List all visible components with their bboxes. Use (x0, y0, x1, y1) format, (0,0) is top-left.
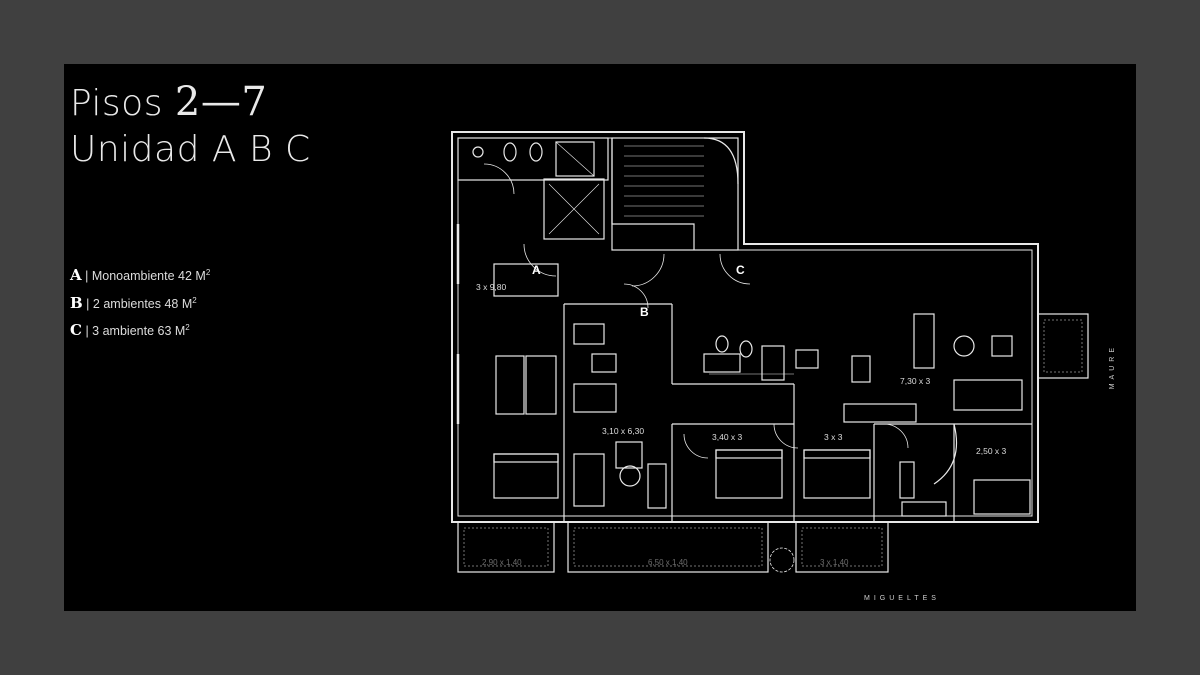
legend-text: 2 ambientes 48 M (92, 297, 193, 311)
floorplan-slide: Pisos 2—7 Unidad A B C A | Monoambiente … (64, 64, 1136, 611)
room-dim-living-c: 7,30 x 3 (900, 376, 931, 386)
room-dim-unit-a: 3 x 9,80 (476, 282, 507, 292)
legend-letter: C (70, 321, 82, 339)
legend-separator: | (85, 324, 89, 338)
outer-walls (451, 131, 1039, 523)
legend-sup: 2 (205, 267, 211, 277)
street-label-maure: MAURE (1109, 344, 1116, 390)
room-dim-unit-b: 3,10 x 6,30 (602, 426, 644, 436)
room-dimensions: 3 x 9,80 3,10 x 6,30 3,40 x 3 3 x 3 7,30… (476, 282, 1007, 456)
balcony-dim-3: 3 x 1,40 (820, 558, 849, 567)
unit-b-furniture (573, 323, 667, 509)
legend-item-b: B | 2 ambientes 48 M2 (70, 294, 197, 312)
unit-label-b: B (640, 305, 649, 319)
title-floors-range: 2—7 (174, 79, 268, 125)
unit-label-a: A (532, 263, 541, 277)
unit-labels: A B C (532, 263, 745, 319)
elevator-shaft (543, 178, 605, 240)
door-swings (483, 163, 909, 459)
title-floors-prefix: Pisos (70, 83, 175, 124)
legend-letter: A (70, 266, 82, 284)
room-dim-bedroom-3: 2,50 x 3 (976, 446, 1007, 456)
unit-c-furniture (703, 313, 1031, 517)
legend-text: 3 ambiente 63 M (92, 324, 186, 338)
room-dim-bedroom-2: 3 x 3 (824, 432, 843, 442)
unit-label-c: C (736, 263, 745, 277)
legend-separator: | (86, 297, 90, 311)
floor-plan: A B C 3 x 9,80 3,10 x 6,30 3,40 x 3 3 x … (451, 131, 1089, 573)
balcony-dim-2: 6,50 x 1,40 (648, 558, 688, 567)
legend-item-c: C | 3 ambiente 63 M2 (70, 321, 190, 339)
balcony-dimensions: 2,90 x 1,40 6,50 x 1,40 3 x 1,40 (482, 558, 849, 567)
legend-letter: B (70, 294, 83, 312)
legend-text: Monoambiente 42 M (91, 269, 206, 283)
unit-a-interior (456, 224, 559, 499)
legend-sup: 2 (192, 295, 197, 305)
balconies (457, 313, 1089, 573)
legend-sup: 2 (185, 322, 190, 332)
balcony-dim-1: 2,90 x 1,40 (482, 558, 522, 567)
title-line-floors: Pisos 2—7 (70, 82, 267, 124)
legend-item-a: A | Monoambiente 42 M2 (70, 266, 210, 284)
bathroom-a (457, 137, 609, 181)
street-label-migueltes: MIGUELTES (864, 595, 940, 602)
room-dim-bedroom-1: 3,40 x 3 (712, 432, 743, 442)
title-line-units: Unidad A B C (70, 129, 311, 170)
legend-separator: | (85, 269, 89, 283)
stair-core (543, 137, 739, 251)
